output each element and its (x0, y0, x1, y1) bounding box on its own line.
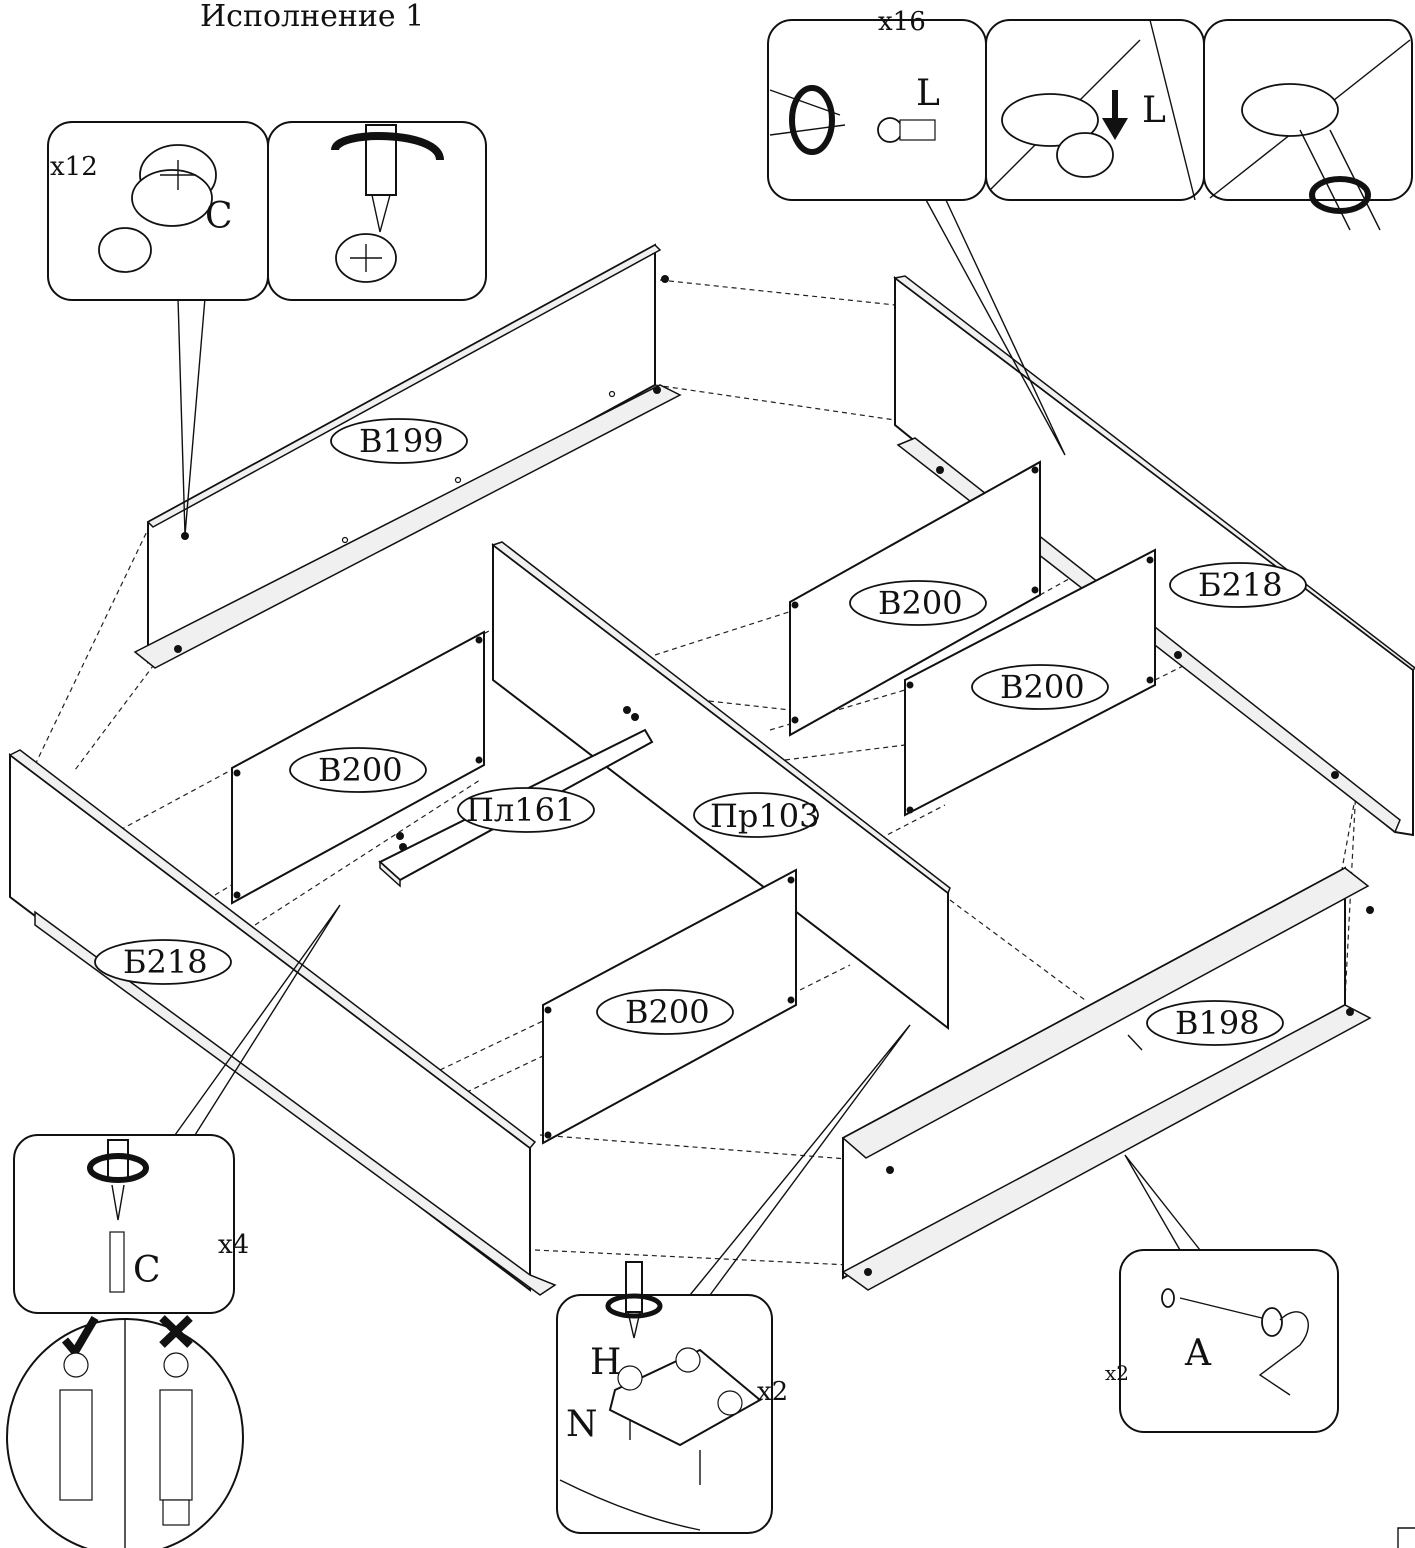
label-v198-bubble (1146, 1000, 1284, 1046)
tighten-icon (1209, 39, 1411, 231)
callout-tie-qty: x2 (1105, 1361, 1129, 1385)
panel-v200-bottom: В200 (542, 868, 797, 1145)
label-v200-left: В200 (318, 751, 403, 789)
label-v199-bubble (330, 418, 468, 464)
label-v200-top-bubble (849, 580, 987, 626)
callout-cam-fitting: C (205, 196, 233, 237)
label-b218-right-bubble (1169, 562, 1307, 608)
callout-dowel-qty: x16 (878, 7, 926, 37)
check-icon (61, 1315, 99, 1359)
label-pr103-bubble (693, 792, 819, 838)
callout-cam-qty: x12 (50, 152, 98, 182)
label-b218-left: Б218 (123, 943, 208, 981)
label-pr103: Пр103 (710, 797, 819, 835)
panel-v200-right: В200 (904, 548, 1156, 817)
callout-leaders (174, 197, 1201, 1296)
callout-cam-lock: x12 C (47, 121, 487, 301)
page-corner-mark (1397, 1527, 1415, 1548)
callout-dowel-fitting-1: L (916, 73, 940, 114)
hinge-screwdriver-icon (605, 1261, 663, 1339)
label-v200-bottom: В200 (625, 993, 710, 1031)
label-b218-left-bubble (94, 939, 232, 985)
callout-tie-fitting: A (1184, 1333, 1212, 1374)
callout-hinge-fitting-h: H (590, 1342, 621, 1383)
panel-b218-left: Б218 (8, 749, 557, 1296)
insert-arrow-icon (989, 19, 1196, 201)
label-b218-right: Б218 (1198, 566, 1283, 604)
variant-title: Исполнение 1 (200, 0, 424, 34)
screwdriver-icon (331, 124, 444, 283)
panel-v198: В198 (841, 866, 1374, 1291)
label-v200-bottom-bubble (596, 989, 734, 1035)
label-pl161: Пл161 (466, 791, 575, 829)
screwdriver-bit-icon (87, 1139, 149, 1293)
screwdriver-turn-icon (769, 85, 936, 155)
label-pl161-bubble (457, 787, 595, 833)
cam-fitting-icon (98, 144, 217, 273)
label-v200-left-bubble (289, 747, 427, 793)
cross-icon (159, 1315, 193, 1348)
tie-bolt-icon (1161, 1288, 1283, 1337)
callout-hinge-fitting-n: N (566, 1404, 598, 1445)
callout-cam-bolt: C x4 (13, 1134, 249, 1314)
label-v200-right-bubble (971, 664, 1109, 710)
callout-bolt-qty: x4 (218, 1230, 249, 1260)
panel-pr103: Пр103 (491, 541, 951, 1031)
panel-v199: В199 (133, 243, 682, 669)
panel-pl161: Пл161 (378, 706, 654, 888)
callout-dowel-fitting-2: L (1142, 90, 1166, 131)
hex-key-icon (1258, 1311, 1309, 1396)
hinge-plate-icon (559, 1347, 762, 1531)
label-v200-top: В200 (878, 584, 963, 622)
callout-bolt-fitting: C (133, 1250, 161, 1291)
label-v198: В198 (1175, 1004, 1260, 1042)
label-v200-right: В200 (1000, 668, 1085, 706)
panel-v200-left: В200 (231, 630, 485, 905)
callout-hinge: H N x2 (556, 1261, 788, 1534)
callout-dowel-l: x16 L L (767, 7, 1413, 231)
callout-hinge-qty: x2 (757, 1377, 788, 1407)
panel-v200-top: В200 (789, 460, 1041, 737)
label-v199: В199 (359, 422, 444, 460)
insertion-check (6, 1315, 244, 1548)
callout-tie-bolt: A x2 (1105, 1249, 1339, 1433)
